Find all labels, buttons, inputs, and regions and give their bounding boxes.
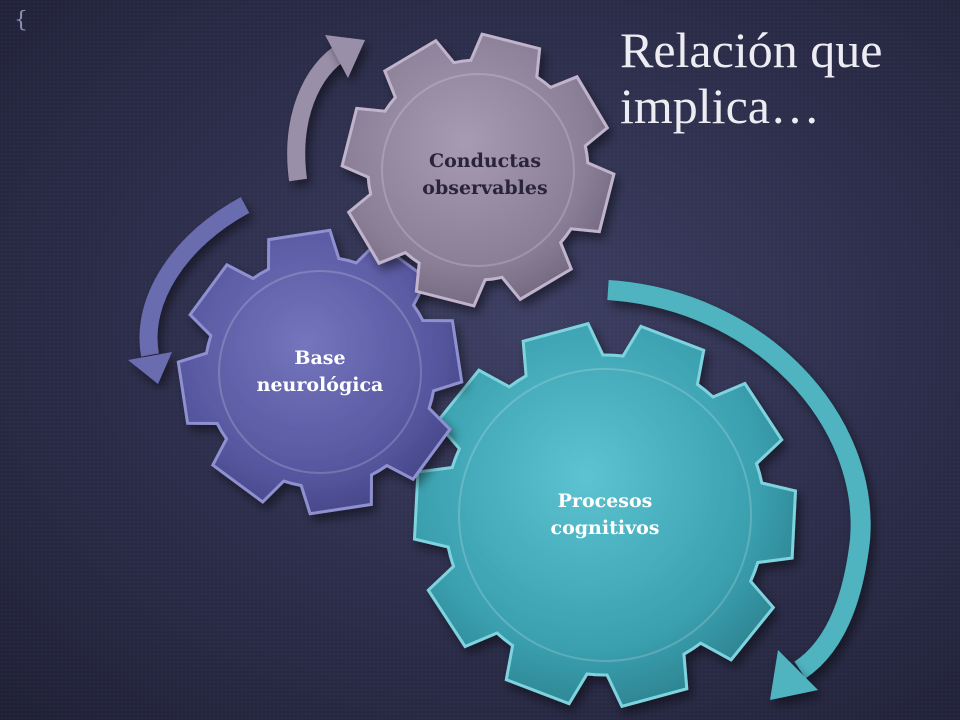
- arrow-top-mauve-head: [325, 35, 365, 78]
- gear-label-base-line-1: Base: [294, 347, 346, 369]
- arrow-left-blue: [139, 197, 250, 357]
- arrow-right-teal: [607, 280, 871, 679]
- corner-brace-mark: {: [14, 8, 28, 33]
- slide-title-line-2: implica…: [620, 78, 820, 134]
- gear-label-base-line-2: neurológica: [256, 374, 384, 396]
- gear-label-procesos-line-2: cognitivos: [550, 517, 660, 539]
- arrow-top-mauve: [287, 42, 350, 182]
- arrow-right-teal-head: [770, 650, 818, 700]
- gear-base-inner-ring: [218, 270, 422, 474]
- gear-label-conductas-line-2: observables: [422, 177, 548, 199]
- gear-base: [176, 228, 464, 516]
- gear-procesos: [412, 321, 798, 709]
- gear-label-base-neurologica: Base neurológica: [220, 345, 420, 399]
- slide-title: Relación que implica…: [620, 22, 950, 134]
- gear-label-procesos-cognitivos: Procesos cognitivos: [505, 488, 705, 542]
- slide-title-line-1: Relación que: [620, 22, 883, 78]
- gear-procesos-inner-ring: [458, 368, 752, 662]
- gear-label-conductas-observables: Conductas observables: [385, 148, 585, 202]
- gear-conductas: [340, 32, 616, 308]
- arrow-left-blue-head: [128, 352, 172, 384]
- gear-conductas-inner-ring: [381, 73, 575, 267]
- gear-label-conductas-line-1: Conductas: [428, 150, 542, 172]
- gear-label-procesos-line-1: Procesos: [557, 490, 653, 512]
